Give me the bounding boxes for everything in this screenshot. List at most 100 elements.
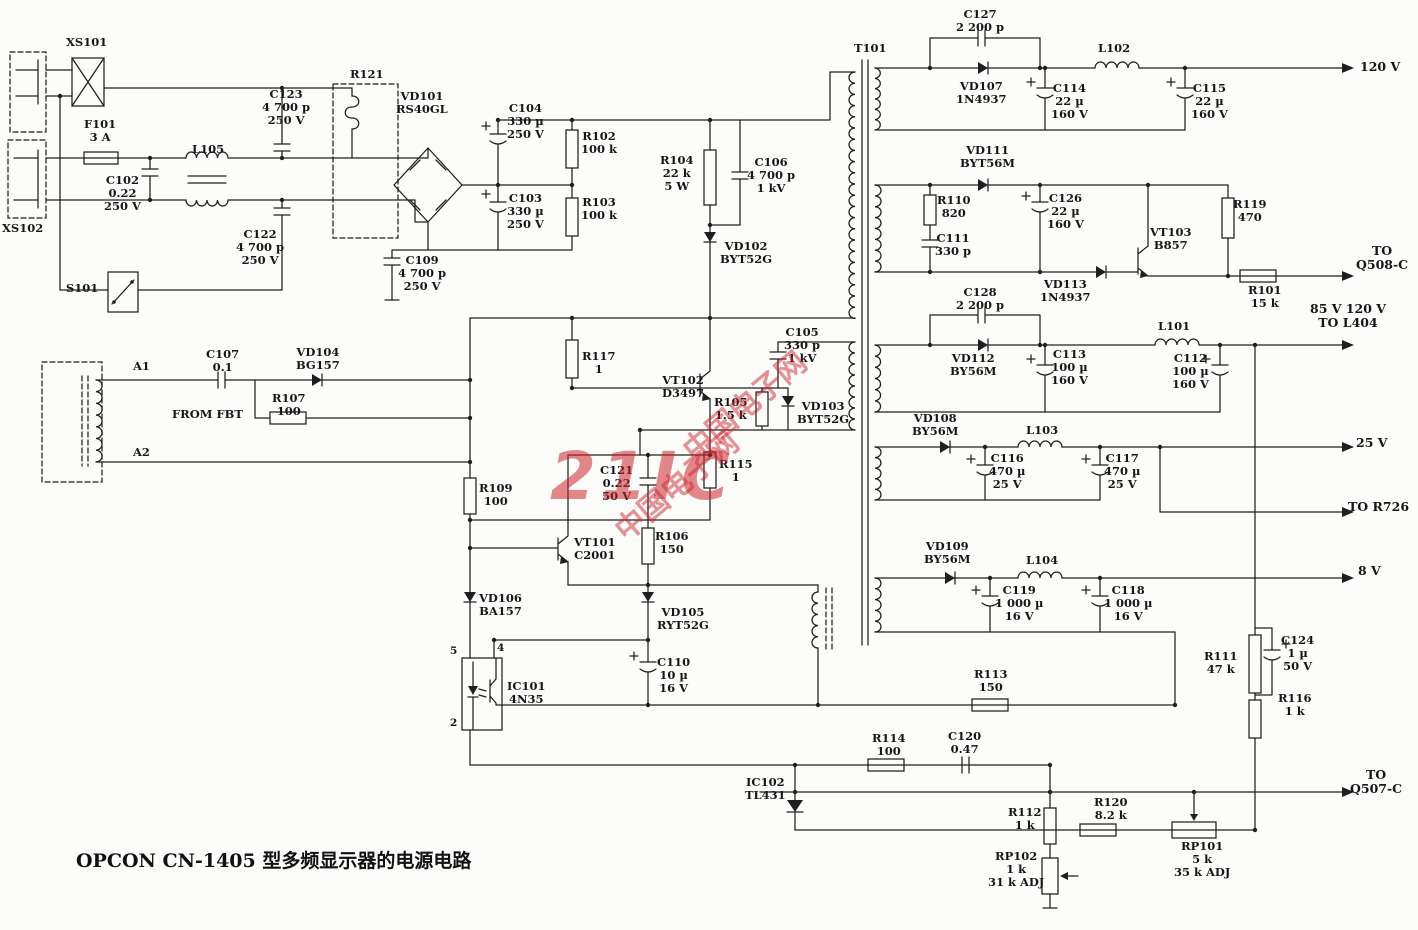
capacitor-c105 (769, 341, 787, 389)
diode-vd103 (782, 396, 794, 406)
label-s101: S101 (66, 281, 99, 295)
label-vt103: VT103 B857 (1150, 225, 1192, 252)
capacitor-c121 (639, 454, 657, 529)
potentiometer-rp101 (1171, 821, 1217, 839)
label-r111: R111 47 k (1204, 649, 1238, 676)
label-r115: R115 1 (719, 457, 753, 484)
label-c105: C105 330 p 1 kV (784, 325, 821, 365)
aux-winding (811, 584, 833, 706)
capacitor-c118 (1091, 577, 1109, 633)
label-c122: C122 4 700 p 250 V (236, 227, 285, 267)
resistor-r119 (1221, 197, 1235, 239)
resistor-r111 (1248, 634, 1262, 694)
resistor-r103 (565, 197, 579, 237)
label-output-8v: 8 V (1358, 563, 1381, 578)
label-c111: C111 330 p (935, 231, 972, 258)
label-r107: R107 100 (272, 391, 306, 418)
label-t101: T101 (854, 41, 887, 55)
secondary-winding-4 (874, 446, 882, 501)
output-vt103-section (874, 178, 1351, 283)
plug-symbol (9, 51, 47, 133)
fbt-winding-box (41, 361, 103, 483)
arrow-85v (1342, 340, 1354, 350)
label-c123: C123 4 700 p 250 V (262, 87, 311, 127)
label-c121: C121 0.22 50 V (600, 463, 634, 503)
capacitor-c109 (383, 221, 573, 301)
shunt-regulator-ic102 (786, 764, 804, 831)
label-c126: C126 22 µ 160 V (1047, 191, 1084, 231)
label-r104: R104 22 k 5 W (660, 153, 694, 193)
label-vd107: VD107 1N4937 (956, 79, 1007, 106)
drive-winding (848, 341, 856, 431)
diode-vd106 (464, 592, 476, 602)
resistor-r102 (565, 129, 579, 169)
arrow-r726 (1342, 507, 1354, 517)
label-l105: L105 (192, 142, 225, 156)
label-rp101: RP101 5 k 35 k ADJ (1174, 839, 1231, 879)
polarity-marks (481, 77, 1291, 661)
diode-vd111 (978, 179, 988, 191)
label-f101: F101 3 A (84, 117, 117, 144)
resistor-r107 (269, 411, 307, 425)
label-vd108: VD108 BY56M (912, 411, 959, 438)
opto-led (468, 686, 478, 695)
label-r106: R106 150 (655, 529, 689, 556)
label-r102: R102 100 k (581, 129, 617, 156)
diode-vd105 (642, 592, 654, 602)
potentiometer-rp102 (1041, 857, 1059, 895)
label-vt102: VT102 D3497 (662, 373, 704, 400)
label-r112: R112 1 k (1008, 805, 1042, 832)
label-vd105: VD105 RYT52G (657, 605, 709, 632)
label-r121: R121 (350, 67, 384, 81)
secondary-winding-1 (874, 67, 881, 131)
label-c109: C109 4 700 p 250 V (398, 253, 447, 293)
capacitor-c107 (101, 371, 313, 389)
label-r105: R105 1.5 k (714, 395, 748, 422)
label-vd111: VD111 BYT56M (960, 143, 1016, 170)
diode-vd113 (1096, 266, 1106, 278)
snubber-clamp (703, 119, 749, 319)
resistor-r106 (641, 527, 655, 565)
secondary-winding-2 (874, 184, 882, 273)
label-c116: C116 470 µ 25 V (989, 451, 1026, 491)
label-c115: C115 22 µ 160 V (1191, 81, 1228, 121)
output-8v-section (874, 571, 1351, 706)
arrow-q507c (1342, 787, 1354, 797)
xs102-connector (7, 139, 47, 219)
arrow-120v (1342, 63, 1354, 73)
capacitor-c114 (1036, 67, 1054, 131)
vt101-section (469, 454, 819, 706)
switch-s101 (107, 271, 139, 313)
label-c119: C119 1 000 µ 16 V (995, 583, 1044, 623)
label-a2: A2 (133, 445, 150, 459)
schematic-caption: OPCON CN-1405 型多频显示器的电源电路 (76, 850, 472, 872)
label-vd109: VD109 BY56M (924, 539, 971, 566)
fbt-sync-section (41, 317, 477, 659)
label-c110: C110 10 µ 16 V (657, 655, 691, 695)
label-c114: C114 22 µ 160 V (1051, 81, 1088, 121)
label-l101: L101 (1158, 319, 1191, 333)
label-c112: C112 100 µ 160 V (1172, 351, 1209, 391)
diode-vd102 (704, 232, 716, 242)
label-vd112: VD112 BY56M (950, 351, 997, 378)
resistor-r101 (1239, 269, 1277, 283)
resistor-r110 (923, 194, 937, 226)
label-c113: C113 100 µ 160 V (1051, 347, 1088, 387)
label-l102: L102 (1098, 41, 1131, 55)
label-vt101: VT101 C2001 (574, 535, 616, 562)
label-c104: C104 330 µ 250 V (507, 101, 544, 141)
diode-vd107 (978, 62, 988, 74)
inductor-l105-top (185, 151, 229, 159)
bridge-rectifier-vd101 (393, 147, 463, 223)
output-85v-section (874, 306, 1351, 413)
snubber-r110-c111 (921, 184, 939, 273)
capacitor-c127 (929, 29, 1041, 69)
label-output-85v: 85 V 120 V TO L404 (1310, 301, 1386, 330)
switching-transistor-vt102 (469, 317, 717, 521)
label-vd102: VD102 BYT52G (720, 239, 773, 266)
inductor-l105-bottom (185, 199, 229, 207)
arrow-25v (1342, 442, 1354, 452)
arrow-8v (1342, 573, 1354, 583)
